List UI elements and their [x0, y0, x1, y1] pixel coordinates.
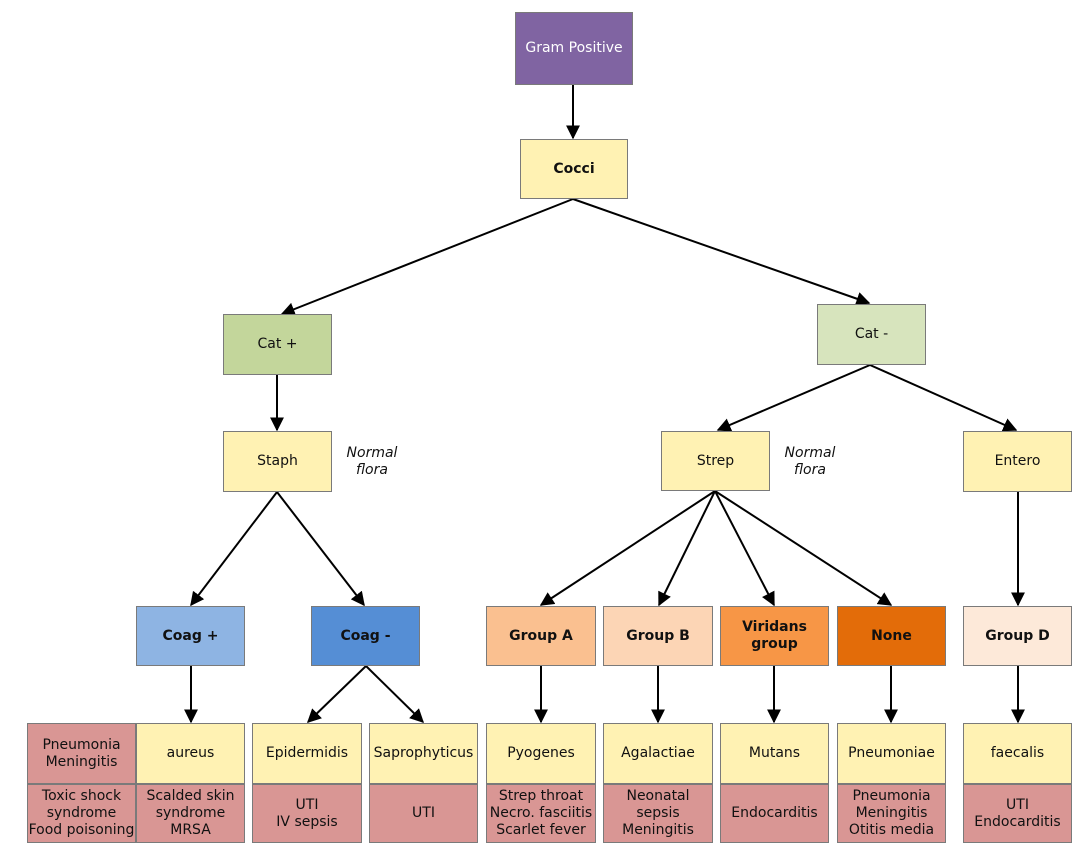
- edge-strep-to-groupa: [539, 490, 716, 606]
- node-coag-minus: Coag -: [311, 606, 420, 666]
- node-cocci: Cocci: [520, 139, 628, 199]
- edge-strep-to-viridans: [714, 490, 775, 607]
- node-none: None: [837, 606, 946, 666]
- disease-agalactiae: Neonatal sepsis Meningitis: [603, 784, 713, 843]
- node-cat-minus: Cat -: [817, 304, 926, 365]
- disease-epidermidis: UTI IV sepsis: [252, 784, 362, 843]
- node-group-d: Group D: [963, 606, 1072, 666]
- species-pneumoniae: Pneumoniae: [837, 723, 946, 784]
- node-viridans-group: Viridans group: [720, 606, 829, 666]
- disease-aureus-pneumonia-meningitis: Pneumonia Meningitis: [27, 723, 136, 784]
- edge-catminus-to-entero: [869, 364, 1018, 432]
- disease-pyogenes: Strep throat Necro. fasciitis Scarlet fe…: [486, 784, 596, 843]
- disease-aureus-toxic-shock: Toxic shock syndrome Food poisoning: [27, 784, 136, 843]
- node-group-a: Group A: [486, 606, 596, 666]
- node-staph: Staph: [223, 431, 332, 492]
- species-epidermidis: Epidermidis: [252, 723, 362, 784]
- species-saprophyticus: Saprophyticus: [369, 723, 478, 784]
- edge-cocci-to-catminus: [572, 198, 871, 306]
- edge-staph-to-coagplus: [190, 491, 278, 607]
- species-pyogenes: Pyogenes: [486, 723, 596, 784]
- edge-coagminus-to-saprophyticus: [365, 665, 424, 723]
- disease-aureus-scalded-skin: Scalded skin syndrome MRSA: [136, 784, 245, 843]
- edge-catminus-to-strep: [716, 364, 871, 432]
- species-faecalis: faecalis: [963, 723, 1072, 784]
- species-mutans: Mutans: [720, 723, 829, 784]
- disease-mutans: Endocarditis: [720, 784, 829, 843]
- edge-coagminus-to-epidermidis: [306, 665, 367, 723]
- note-strep-normal-flora: Normal flora: [784, 445, 836, 478]
- disease-faecalis: UTI Endocarditis: [963, 784, 1072, 843]
- node-gram-positive: Gram Positive: [515, 12, 633, 85]
- species-agalactiae: Agalactiae: [603, 723, 713, 784]
- edge-strep-to-groupb: [658, 490, 716, 607]
- node-group-b: Group B: [603, 606, 713, 666]
- edge-staph-to-coagminus: [276, 491, 365, 607]
- node-strep: Strep: [661, 431, 770, 491]
- node-cat-plus: Cat +: [223, 314, 332, 375]
- edge-strep-to-none: [714, 490, 893, 606]
- edge-cocci-to-catplus: [280, 198, 574, 316]
- note-staph-normal-flora: Normal flora: [346, 445, 398, 478]
- disease-saprophyticus: UTI: [369, 784, 478, 843]
- node-entero: Entero: [963, 431, 1072, 492]
- disease-pneumoniae: Pneumonia Meningitis Otitis media: [837, 784, 946, 843]
- node-coag-plus: Coag +: [136, 606, 245, 666]
- species-aureus: aureus: [136, 723, 245, 784]
